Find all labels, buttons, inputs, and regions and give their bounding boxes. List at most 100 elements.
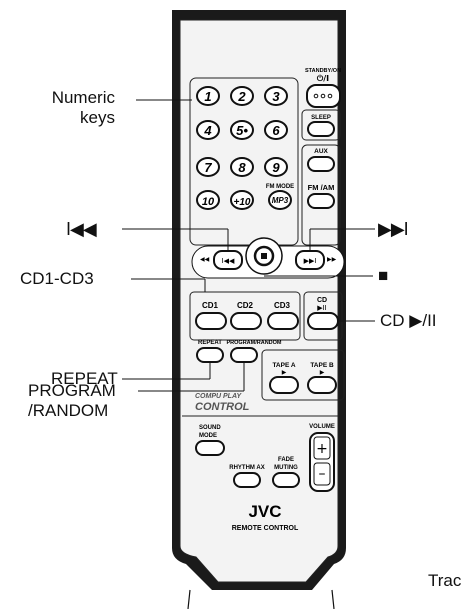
repeat-callout: REPEAT [51,369,118,388]
program-random-callout: PROGRAM /RANDOM [28,381,116,421]
cd3-button[interactable]: CD3 [267,301,299,330]
cd3-label: CD3 [274,301,291,310]
fade-muting-button[interactable]: FADE MUTING [272,457,300,488]
numeric-key-6[interactable]: 6 [264,120,288,140]
rhythm-ax-button[interactable]: RHYTHM AX [229,465,265,488]
rewind-icon: ◀◀ [200,256,210,263]
fm-mode-button[interactable]: FM MODE MP3 [266,184,294,210]
numeric-key-plus10[interactable]: +10 [230,190,254,210]
play-pause-icon: ▶II [317,304,327,312]
rhythm-ax-label: RHYTHM AX [229,465,264,471]
transport-controls: ◀◀ I◀◀ ▶▶I ▶▶ [191,237,345,279]
fm-am-button[interactable]: FM /AM [307,183,335,209]
svg-text:1: 1 [204,89,211,104]
program-random-callout-line1: PROGRAM [28,381,116,400]
sound-mode-button[interactable]: SOUND MODE [195,425,225,456]
svg-text:9: 9 [272,160,280,175]
cd-play-pause-callout: CD ▶/II [380,311,437,330]
aux-button[interactable]: AUX [307,148,335,172]
tape-a-button[interactable]: TAPE A ▶ [269,362,299,394]
numeric-key-panel [189,77,299,246]
numeric-key-4[interactable]: 4 [196,120,220,140]
mode-label: MODE [199,433,217,439]
mp3-label: MP3 [272,196,289,205]
cd2-button[interactable]: CD2 [230,301,262,330]
svg-text:8: 8 [238,160,246,175]
tape-b-button[interactable]: TAPE B ▶ [307,362,337,394]
leader-lines [122,99,375,392]
tape-frame [261,349,345,401]
brand-logo: JVC [248,502,281,521]
fade-label: FADE [278,457,294,463]
plus-icon: + [316,441,328,457]
compu-play-line1: COMPU PLAY [195,393,242,400]
sleep-button[interactable]: SLEEP [307,115,335,137]
numeric-keys-callout-line2: keys [80,108,115,127]
program-random-callout-line2: /RANDOM [28,401,109,420]
standby-label: STANDBY/ON [305,68,341,74]
skip-forward-button[interactable]: ▶▶I [295,250,325,270]
compu-play-line2: CONTROL [195,401,250,413]
footer-cut-text: Trac [428,571,462,590]
volume-up-button[interactable]: + [313,436,331,460]
repeat-label: REPEAT [198,340,222,346]
tape-b-label: TAPE B [310,362,334,369]
repeat-button[interactable]: REPEAT [196,340,224,363]
skip-back-button[interactable]: I◀◀ [213,250,243,270]
svg-text:2: 2 [237,89,246,104]
svg-text:7: 7 [204,160,212,175]
svg-text:6: 6 [272,123,280,138]
svg-text:10: 10 [202,196,215,208]
tape-b-play-icon: ▶ [320,369,325,376]
volume-label: VOLUME [309,424,335,430]
numeric-key-9[interactable]: 9 [264,157,288,177]
numeric-key-3[interactable]: 3 [264,86,288,106]
numeric-key-10[interactable]: 10 [196,190,220,210]
fm-am-label: FM /AM [308,183,335,192]
skip-back-icon: I◀◀ [222,257,235,265]
numeric-keys: 1 2 3 4 5• 6 7 8 9 10 +10 [196,86,288,210]
tape-a-label: TAPE A [272,362,295,369]
minus-icon: – [319,466,326,482]
volume-down-button[interactable]: – [313,462,331,486]
cd-select-frame [189,291,301,341]
aux-fm-frame [301,144,341,246]
cd1-label: CD1 [202,301,219,310]
power-icon: ⏻/I [317,74,329,83]
svg-text:3: 3 [272,89,280,104]
numeric-keys-callout: Numeric keys [20,88,115,128]
sleep-label: SLEEP [311,115,331,121]
stop-button[interactable] [245,237,283,275]
tape-a-play-icon: ▶ [282,369,287,376]
cd1-cd3-callout: CD1-CD3 [20,269,94,288]
skip-forward-icon: ▶▶I [304,257,317,265]
skip-back-callout: I◀◀ [66,219,97,239]
fm-mode-label: FM MODE [266,184,294,190]
numeric-key-8[interactable]: 8 [230,157,254,177]
remote-control-label: REMOTE CONTROL [232,525,299,532]
cd-play-label: CD [317,297,327,304]
stop-icon [261,253,267,259]
stop-callout: ■ [378,266,389,285]
sound-label: SOUND [199,425,221,431]
numeric-key-1[interactable]: 1 [196,86,220,106]
volume-control: VOLUME + – [309,424,335,492]
standby-button[interactable]: STANDBY/ON ⏻/I [305,68,341,108]
numeric-keys-callout-line1: Numeric [51,88,115,107]
skip-forward-callout: ▶▶I [378,219,409,239]
fast-forward-icon: ▶▶ [327,256,337,263]
svg-text:+10: +10 [234,197,251,208]
numeric-key-5[interactable]: 5• [230,120,254,140]
sleep-frame [301,109,341,141]
aux-label: AUX [314,148,328,155]
cd1-button[interactable]: CD1 [195,301,227,330]
svg-text:5•: 5• [236,123,248,138]
program-random-label: PROGRAM/RANDOM [227,340,282,346]
numeric-key-2[interactable]: 2 [230,86,254,106]
svg-text:4: 4 [203,123,212,138]
numeric-key-7[interactable]: 7 [196,157,220,177]
cd2-label: CD2 [237,301,254,310]
cd-play-frame [303,291,343,341]
